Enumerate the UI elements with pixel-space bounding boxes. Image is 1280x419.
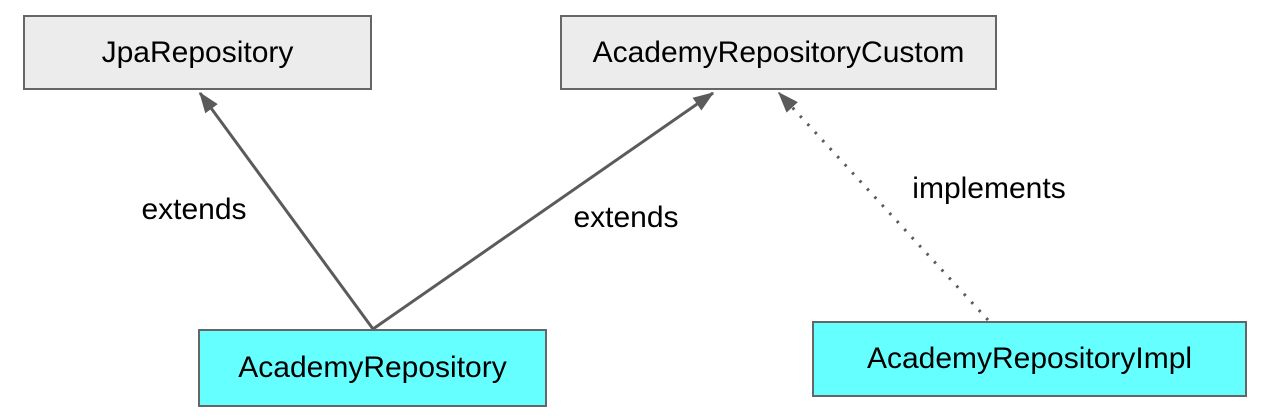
node-academy-repository: AcademyRepository <box>198 329 547 407</box>
node-jpa-repository: JpaRepository <box>23 15 372 90</box>
edge-implements-line <box>777 91 990 322</box>
edge-label-extends-left: extends <box>141 193 247 226</box>
node-academy-repository-custom: AcademyRepositoryCustom <box>560 15 997 90</box>
node-jpa-repository-label: JpaRepository <box>101 35 294 69</box>
edge-extends-right-line <box>372 91 715 331</box>
edge-label-implements: implements <box>912 172 1066 205</box>
node-academy-repository-impl-label: AcademyRepositoryImpl <box>866 342 1193 375</box>
edge-label-extends-right: extends <box>573 201 679 234</box>
node-academy-repository-label: AcademyRepository <box>238 351 507 384</box>
edge-extends-left-line <box>198 91 375 330</box>
node-academy-repository-custom-label: AcademyRepositoryCustom <box>592 35 965 69</box>
node-academy-repository-impl: AcademyRepositoryImpl <box>812 321 1247 397</box>
